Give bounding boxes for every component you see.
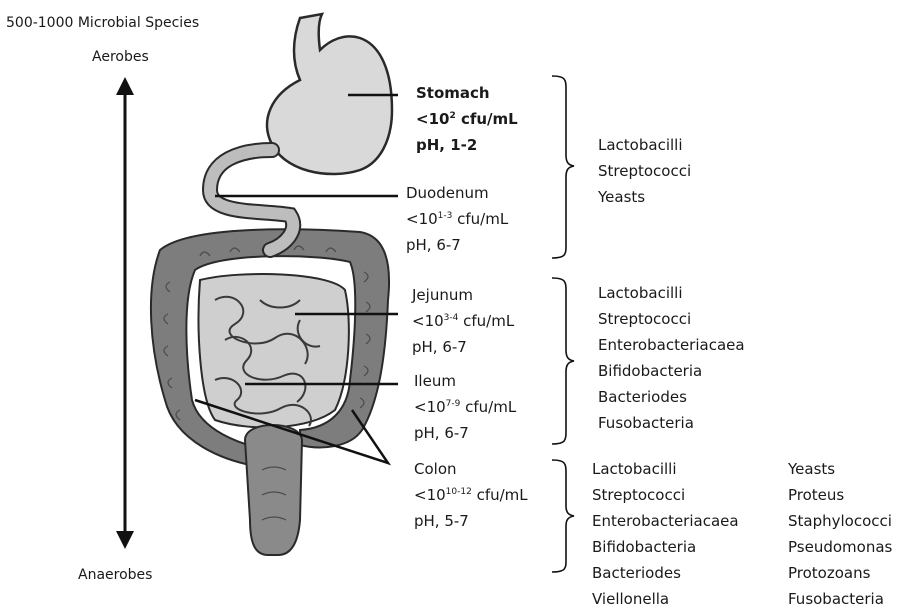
brackets bbox=[552, 76, 574, 572]
organ-stomach: Stomach <102 cfu/mL pH, 1-2 bbox=[416, 80, 518, 158]
microbe-item: Yeasts bbox=[598, 184, 691, 210]
microbe-item: Staphylococci bbox=[788, 508, 892, 534]
microbe-item: Lactobacilli bbox=[598, 280, 745, 306]
organ-name: Jejunum bbox=[412, 282, 514, 308]
rectum-shape bbox=[245, 425, 302, 555]
microbe-item: Lactobacilli bbox=[598, 132, 691, 158]
microbe-item: Bacteriodes bbox=[598, 384, 745, 410]
organ-ph: pH, 1-2 bbox=[416, 132, 518, 158]
anaerobes-label: Anaerobes bbox=[78, 562, 152, 588]
microbe-item: Bifidobacteria bbox=[592, 534, 739, 560]
organ-colon: Colon <1010-12 cfu/mL pH, 5-7 bbox=[414, 456, 528, 534]
microbe-list-small-intestine: Lactobacilli Streptococci Enterobacteria… bbox=[598, 280, 745, 436]
organ-ph: pH, 6-7 bbox=[414, 420, 516, 446]
organ-ph: pH, 5-7 bbox=[414, 508, 528, 534]
microbe-list-colon-1: Lactobacilli Streptococci Enterobacteria… bbox=[592, 456, 739, 612]
bracket-small-intestine bbox=[552, 278, 574, 444]
organ-ph: pH, 6-7 bbox=[406, 232, 508, 258]
microbe-item: Protozoans bbox=[788, 560, 892, 586]
small-intestine-shape bbox=[199, 274, 349, 427]
organ-duodenum: Duodenum <101-3 cfu/mL pH, 6-7 bbox=[406, 180, 508, 258]
microbe-item: Fusobacteria bbox=[788, 586, 892, 612]
bracket-upper bbox=[552, 76, 574, 258]
organ-name: Duodenum bbox=[406, 180, 508, 206]
microbe-list-upper: Lactobacilli Streptococci Yeasts bbox=[598, 132, 691, 210]
microbe-item: Pseudomonas bbox=[788, 534, 892, 560]
microbe-item: Proteus bbox=[788, 482, 892, 508]
microbe-item: Viellonella bbox=[592, 586, 739, 612]
microbe-item: Enterobacteriacaea bbox=[598, 332, 745, 358]
organ-name: Ileum bbox=[414, 368, 516, 394]
microbe-item: Enterobacteriacaea bbox=[592, 508, 739, 534]
microbe-item: Bifidobacteria bbox=[598, 358, 745, 384]
organ-name: Stomach bbox=[416, 80, 518, 106]
organ-ileum: Ileum <107-9 cfu/mL pH, 6-7 bbox=[414, 368, 516, 446]
species-count-label: 500-1000 Microbial Species bbox=[6, 10, 199, 36]
microbe-item: Streptococci bbox=[592, 482, 739, 508]
microbe-list-colon-2: Yeasts Proteus Staphylococci Pseudomonas… bbox=[788, 456, 892, 612]
microbe-item: Yeasts bbox=[788, 456, 892, 482]
microbe-item: Fusobacteria bbox=[598, 410, 745, 436]
aerobes-label: Aerobes bbox=[92, 44, 149, 70]
microbe-item: Lactobacilli bbox=[592, 456, 739, 482]
microbe-item: Streptococci bbox=[598, 158, 691, 184]
bracket-colon bbox=[552, 460, 574, 572]
organ-name: Colon bbox=[414, 456, 528, 482]
microbe-item: Streptococci bbox=[598, 306, 745, 332]
microbe-item: Bacteriodes bbox=[592, 560, 739, 586]
organ-jejunum: Jejunum <103-4 cfu/mL pH, 6-7 bbox=[412, 282, 514, 360]
organ-ph: pH, 6-7 bbox=[412, 334, 514, 360]
